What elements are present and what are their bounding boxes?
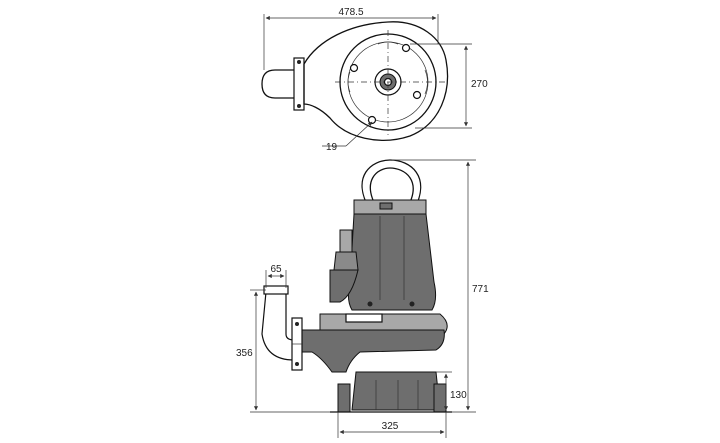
dimension-base-width: 325 <box>337 412 447 438</box>
dimension-top-height: 270 <box>410 43 488 129</box>
dim-base-width-label: 325 <box>382 421 399 432</box>
dim-top-width-label: 478.5 <box>338 7 363 18</box>
dimension-outlet-diameter: 65 <box>265 264 287 288</box>
dim-top-height-label: 270 <box>471 79 488 90</box>
dimension-top-width: 478.5 <box>263 7 439 70</box>
dim-outlet-diameter-label: 65 <box>270 264 282 275</box>
side-view <box>261 159 452 413</box>
top-view <box>261 21 449 141</box>
dimension-overall-height: 771 <box>392 159 489 413</box>
dimension-base-height: 130 <box>436 371 467 411</box>
dim-outlet-height-label: 356 <box>236 348 253 359</box>
dimension-hole-callout: 19 <box>322 121 373 153</box>
dimension-outlet-height: 356 <box>236 289 330 413</box>
dim-hole-callout-label: 19 <box>326 142 338 153</box>
dim-overall-height-label: 771 <box>472 284 489 295</box>
dim-base-height-label: 130 <box>450 390 467 401</box>
